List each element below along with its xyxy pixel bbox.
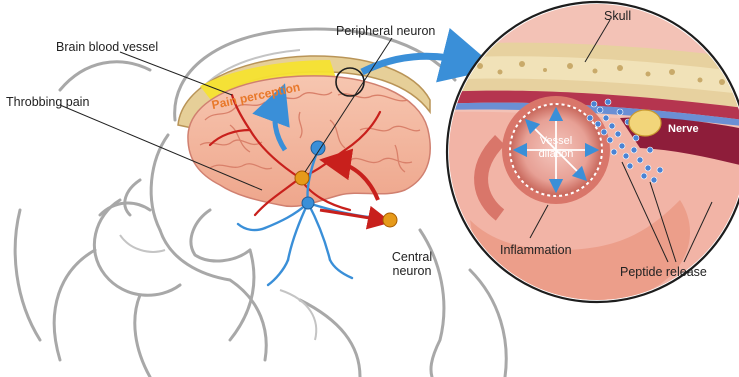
nerve-junction-node xyxy=(302,197,314,209)
inflammation-label: Inflammation xyxy=(500,243,572,257)
nerve-label: Nerve xyxy=(668,123,699,135)
central-neuron-label: Central neuron xyxy=(383,250,441,278)
peripheral-neuron-label: Peripheral neuron xyxy=(336,24,435,38)
magnified-inset xyxy=(440,0,739,310)
brain-blood-vessel-label: Brain blood vessel xyxy=(56,40,158,54)
peripheral-neuron-node xyxy=(311,141,325,155)
peptide-release-label: Peptide release xyxy=(620,265,707,279)
skull-label: Skull xyxy=(604,9,631,23)
ganglion-node xyxy=(295,171,309,185)
central-neuron-node xyxy=(383,213,397,227)
throbbing-pain-label: Throbbing pain xyxy=(6,95,89,109)
